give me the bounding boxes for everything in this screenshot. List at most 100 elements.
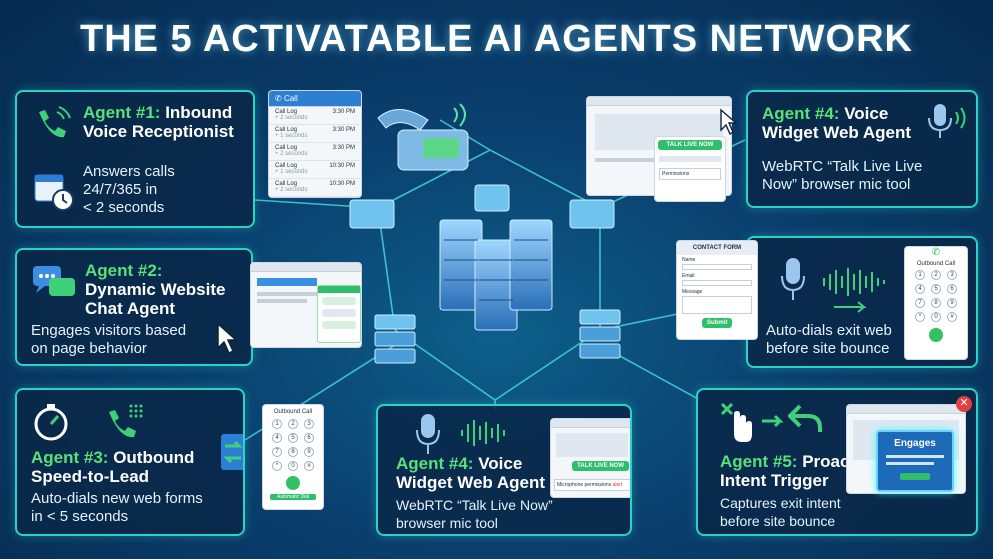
dialpad-key[interactable]: 6 <box>947 284 957 294</box>
server-tower-icon <box>439 219 553 331</box>
desk-phone-icon <box>377 103 469 171</box>
chat-bubbles-icon <box>33 266 75 296</box>
talk-live-now-button[interactable]: TALK LIVE NOW <box>572 461 629 471</box>
agent-2-name-line2: Chat Agent <box>85 299 176 318</box>
call-log-header: ✆ Call <box>269 91 361 107</box>
auto-dial-desc-line: before site bounce <box>766 340 890 357</box>
call-button[interactable] <box>929 328 943 342</box>
agent-1-desc-line: Answers calls <box>83 163 175 180</box>
dialpad-key[interactable]: 6 <box>304 433 314 443</box>
dialpad-key[interactable]: 2 <box>288 419 298 429</box>
dialpad-key[interactable]: 0 <box>288 461 298 471</box>
dialpad-key[interactable]: 3 <box>947 270 957 280</box>
agent-5-number: Agent #5: <box>720 452 798 471</box>
agent-4-number: Agent #4: <box>762 104 840 123</box>
call-log-row: Call Log 10:30 PM+ 2 seconds <box>269 179 361 197</box>
dialpad-key[interactable]: 1 <box>272 419 282 429</box>
agent-3-desc-line: in < 5 seconds <box>31 508 129 525</box>
dialpad-key[interactable]: 8 <box>288 447 298 457</box>
agent-2-desc-line: on page behavior <box>31 340 147 357</box>
agent-4b-number: Agent #4: <box>396 454 474 473</box>
message-field[interactable] <box>682 296 752 314</box>
dialpad-key[interactable]: * <box>915 312 925 322</box>
mic-permission-browser: TALK LIVE NOW Microphone permissions ale… <box>550 418 630 498</box>
top-server-icon <box>474 184 510 212</box>
auto-dial-button[interactable]: Automatic Dial <box>270 494 316 500</box>
soundwave-icon <box>823 268 885 296</box>
dialpad-key[interactable]: # <box>304 461 314 471</box>
agent-1-number: Agent #1: <box>83 103 161 122</box>
auto-dial-card: Auto-dials exit web before site bounce ✆… <box>746 236 978 368</box>
cursor-icon <box>217 322 238 355</box>
agent-4-desc-line: Now” browser mic tool <box>762 176 911 193</box>
form-label-email: Email <box>682 273 695 279</box>
talk-live-now-button[interactable]: TALK LIVE NOW <box>658 140 722 150</box>
dialpad-key[interactable]: 2 <box>931 270 941 280</box>
dialpad-key[interactable]: 7 <box>272 447 282 457</box>
soundwave-icon <box>461 420 505 446</box>
form-label-name: Name <box>682 257 696 263</box>
microphone-icon <box>928 104 966 138</box>
agent-3-desc-line: Auto-dials new web forms <box>31 490 203 507</box>
close-icon[interactable]: ✕ <box>956 396 972 412</box>
dialpad-key[interactable]: 5 <box>288 433 298 443</box>
dialpad-key[interactable]: 3 <box>304 419 314 429</box>
dialpad-key[interactable]: 5 <box>931 284 941 294</box>
agent-1-card: Agent #1: Inbound Voice Receptionist Ans… <box>15 90 255 228</box>
talk-live-widget: TALK LIVE NOW Permissions <box>654 136 726 202</box>
form-label-message: Message <box>682 289 703 295</box>
bottom-right-server-icon <box>579 309 621 359</box>
transfer-arrows-icon <box>221 434 243 470</box>
dialpad-key[interactable]: 4 <box>272 433 282 443</box>
outbound-call-title: Outbound Call <box>273 409 313 415</box>
agent-5-desc-line: before site bounce <box>720 513 836 529</box>
agent-4-name: Voice <box>844 104 889 123</box>
agent-1-name-line2: Voice Receptionist <box>83 122 234 141</box>
phone-ringing-icon <box>39 106 71 138</box>
contact-form-title: CONTACT FORM <box>677 241 757 255</box>
call-log-row: Call Log 3:30 PM+ 2 seconds <box>269 107 361 125</box>
agent-1-desc-line: < 2 seconds <box>83 199 165 216</box>
calendar-clock-icon <box>34 174 74 211</box>
agent-4-desc-line: WebRTC “Talk Live Live <box>762 158 923 175</box>
email-field[interactable] <box>682 280 752 286</box>
call-log-row: Call Log 10:30 PM+ 1 seconds <box>269 161 361 179</box>
hand-pointer-icon <box>720 402 752 442</box>
agent-4-card-top: Agent #4: Voice Widget Web Agent WebRTC … <box>746 90 978 208</box>
engages-popup[interactable]: Engages <box>876 430 954 492</box>
dialpad-key[interactable]: 1 <box>915 270 925 280</box>
agent-1-name: Inbound <box>165 103 233 122</box>
dialpad-key[interactable]: 9 <box>304 447 314 457</box>
dialpad-key[interactable]: 4 <box>915 284 925 294</box>
agent-2-name: Dynamic Website <box>85 280 226 299</box>
contact-form-window: CONTACT FORM Name Email Message Submit <box>676 240 758 340</box>
agent-4b-desc-line: WebRTC “Talk Live Now” <box>396 497 553 513</box>
submit-button[interactable]: Submit <box>702 318 732 328</box>
agent-3-card: Agent #3: Outbound Speed-to-Lead Auto-di… <box>15 388 245 536</box>
agent-3-number: Agent #3: <box>31 448 109 467</box>
name-field[interactable] <box>682 264 752 270</box>
call-button[interactable] <box>286 476 300 490</box>
mic-permission-notice: Microphone permissions alert <box>554 479 630 491</box>
dialpad-key[interactable]: * <box>272 461 282 471</box>
phone-icon: ✆ <box>931 247 941 258</box>
stopwatch-icon <box>34 404 68 441</box>
auto-dial-desc-line: Auto-dials exit web <box>766 322 892 339</box>
agent-4-card-bottom: Agent #4: Voice Widget Web Agent WebRTC … <box>376 404 632 536</box>
permissions-field[interactable]: Permissions <box>659 168 721 180</box>
agent-5-card: Agent #5: Proactive Intent Trigger Captu… <box>696 388 978 536</box>
dialpad-key[interactable]: # <box>947 312 957 322</box>
agent-2-desc-line: Engages visitors based <box>31 322 187 339</box>
agent-3-name: Outbound <box>113 448 195 467</box>
dialpad-key[interactable]: 8 <box>931 298 941 308</box>
microphone-icon <box>416 414 440 454</box>
server-cluster <box>349 184 621 364</box>
outbound-call-title: Outbound Call <box>916 261 956 267</box>
agent-5-desc-line: Captures exit intent <box>720 495 841 511</box>
dialpad-key[interactable]: 9 <box>947 298 957 308</box>
chat-website-window <box>250 262 362 348</box>
dialpad-key[interactable]: 7 <box>915 298 925 308</box>
call-log-title: Call <box>283 94 298 103</box>
dialpad-key[interactable]: 0 <box>931 312 941 322</box>
